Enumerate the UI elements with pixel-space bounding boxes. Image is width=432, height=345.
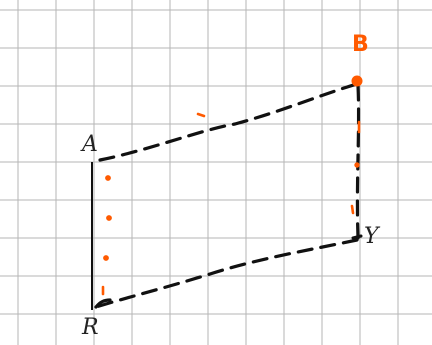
dashed-segment-b-y [355,84,361,240]
dashed-segment-y-r [94,238,359,309]
orange-dot [354,162,360,168]
orange-dash-mark [196,112,206,118]
label-a: A [80,132,98,157]
label-b: B [352,32,369,57]
orange-dot [103,255,109,261]
label-y: Y [364,224,381,249]
point-b [351,75,363,87]
orange-dot [105,175,111,181]
orange-dotted-marks [101,112,361,296]
dashed-segment-a-b [98,82,359,162]
dashed-outline [94,82,361,309]
label-r: R [81,315,99,340]
orange-dash-mark [350,204,355,215]
y-tick [351,234,363,240]
orange-dot [106,215,112,221]
dashed-tick-r [94,298,112,309]
